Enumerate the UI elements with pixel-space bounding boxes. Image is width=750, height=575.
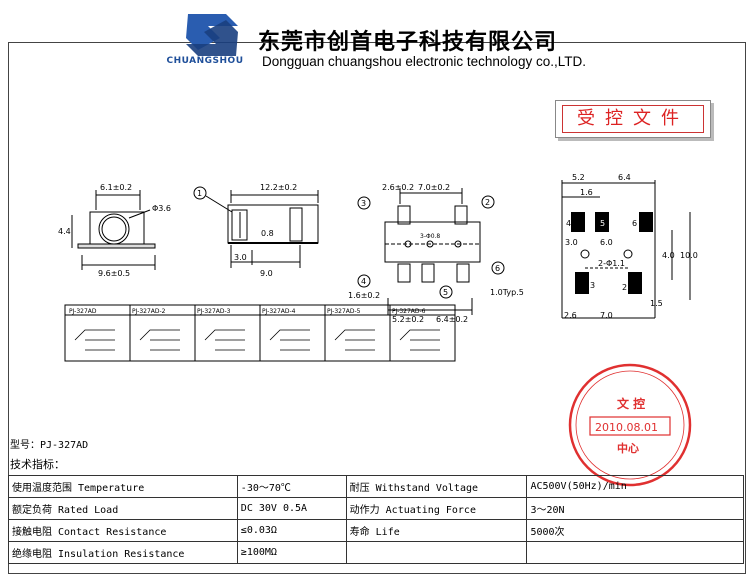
variant-1: PJ-327AD <box>69 308 97 315</box>
dim-front-base: 9.6±0.5 <box>98 269 130 278</box>
dim-top-holes: 3-Φ0.8 <box>420 233 440 240</box>
variant-4: PJ-327AD-4 <box>262 308 296 315</box>
pcb-layout <box>561 180 691 319</box>
pad-3: 3 <box>590 281 595 290</box>
pad-5: 5 <box>600 219 605 228</box>
dim-top-pin2: 7.0±0.2 <box>418 183 450 192</box>
callout-2: 2 <box>485 198 490 207</box>
dim-pcb-9: 1.5 <box>650 299 663 308</box>
chuangshou-logo-icon <box>186 14 238 56</box>
variant-5: PJ-327AD-5 <box>327 308 361 315</box>
company-name-cn: 东莞市创首电子科技有限公司 <box>258 29 558 55</box>
dim-pcb-2: 6.4 <box>618 173 631 182</box>
variant-6: PJ-327AD-6 <box>392 308 426 315</box>
dim-top-typ: 1.0Typ.5 <box>490 288 524 297</box>
dim-pcb-6: 2-Φ1.1 <box>598 259 625 268</box>
dim-pcb-4: 3.0 <box>565 238 578 247</box>
dim-front-hole: Φ3.6 <box>152 204 171 213</box>
variant-3: PJ-327AD-3 <box>197 308 231 315</box>
seal-date: 2010.08.01 <box>595 421 658 434</box>
pad-2: 2 <box>622 283 627 292</box>
table-row: 绝缘电阻 Insulation Resistance ≥100MΩ <box>8 541 744 564</box>
variant-2: PJ-327AD-2 <box>132 308 166 315</box>
dim-pcb-3: 1.6 <box>580 188 593 197</box>
seal-bottom: 中心 <box>617 441 639 455</box>
front-view <box>71 190 156 270</box>
callout-6: 6 <box>495 264 500 273</box>
dim-front-height: 4.4 <box>58 227 71 236</box>
company-name-en: Dongguan chuangshou electronic technolog… <box>262 54 586 69</box>
brand-name: CHUANGSHOU <box>166 56 244 66</box>
dim-pcb-1: 5.2 <box>572 173 585 182</box>
dim-pcb-7: 4.0 <box>662 251 675 260</box>
dim-side-lead: 3.0 <box>234 253 247 262</box>
dim-pcb-10: 2.6 <box>564 311 577 320</box>
tech-spec-title: 技术指标： <box>10 458 65 471</box>
pad-4: 4 <box>566 219 571 228</box>
dim-pcb-8: 10.0 <box>680 251 698 260</box>
spec-table: 使用温度范围 Temperature -30～70℃ 耐压 Withstand … <box>8 475 744 564</box>
table-row: 使用温度范围 Temperature -30～70℃ 耐压 Withstand … <box>8 475 744 498</box>
callout-3: 3 <box>361 199 366 208</box>
callout-1: 1 <box>197 189 202 198</box>
dim-top-bottom1: 5.2±0.2 <box>392 315 424 324</box>
variant-panels: PJ-327AD PJ-327AD-2 PJ-327AD-3 PJ-327AD-… <box>64 304 456 362</box>
drawing-frame <box>8 42 746 574</box>
table-row: 额定负荷 Rated Load DC 30V 0.5A 动作力 Actuatin… <box>8 497 744 520</box>
dim-side-body: 9.0 <box>260 269 273 278</box>
side-view <box>193 186 319 268</box>
table-row: 接触电阻 Contact Resistance ≤0.03Ω 寿命 Life 5… <box>8 519 744 542</box>
dim-top-pin1: 2.6±0.2 <box>382 183 414 192</box>
dim-top-left: 1.6±0.2 <box>348 291 380 300</box>
callout-4: 4 <box>361 277 366 286</box>
company-seal: 文 控 2010.08.01 中心 <box>568 363 692 487</box>
dim-front-width: 6.1±0.2 <box>100 183 132 192</box>
callout-5: 5 <box>443 288 448 297</box>
model-number: 型号：PJ-327AD <box>10 440 89 451</box>
seal-top: 文 控 <box>617 396 645 411</box>
controlled-document-box: 受控文件 <box>555 100 711 138</box>
dim-pcb-11: 7.0 <box>600 311 613 320</box>
dim-side-gap: 0.8 <box>261 229 274 238</box>
top-view <box>357 188 505 315</box>
controlled-document-label: 受控文件 <box>562 105 704 133</box>
dim-side-length: 12.2±0.2 <box>260 183 297 192</box>
dim-top-bottom2: 6.4±0.2 <box>436 315 468 324</box>
dim-pcb-5: 6.0 <box>600 238 613 247</box>
pad-6: 6 <box>632 219 637 228</box>
